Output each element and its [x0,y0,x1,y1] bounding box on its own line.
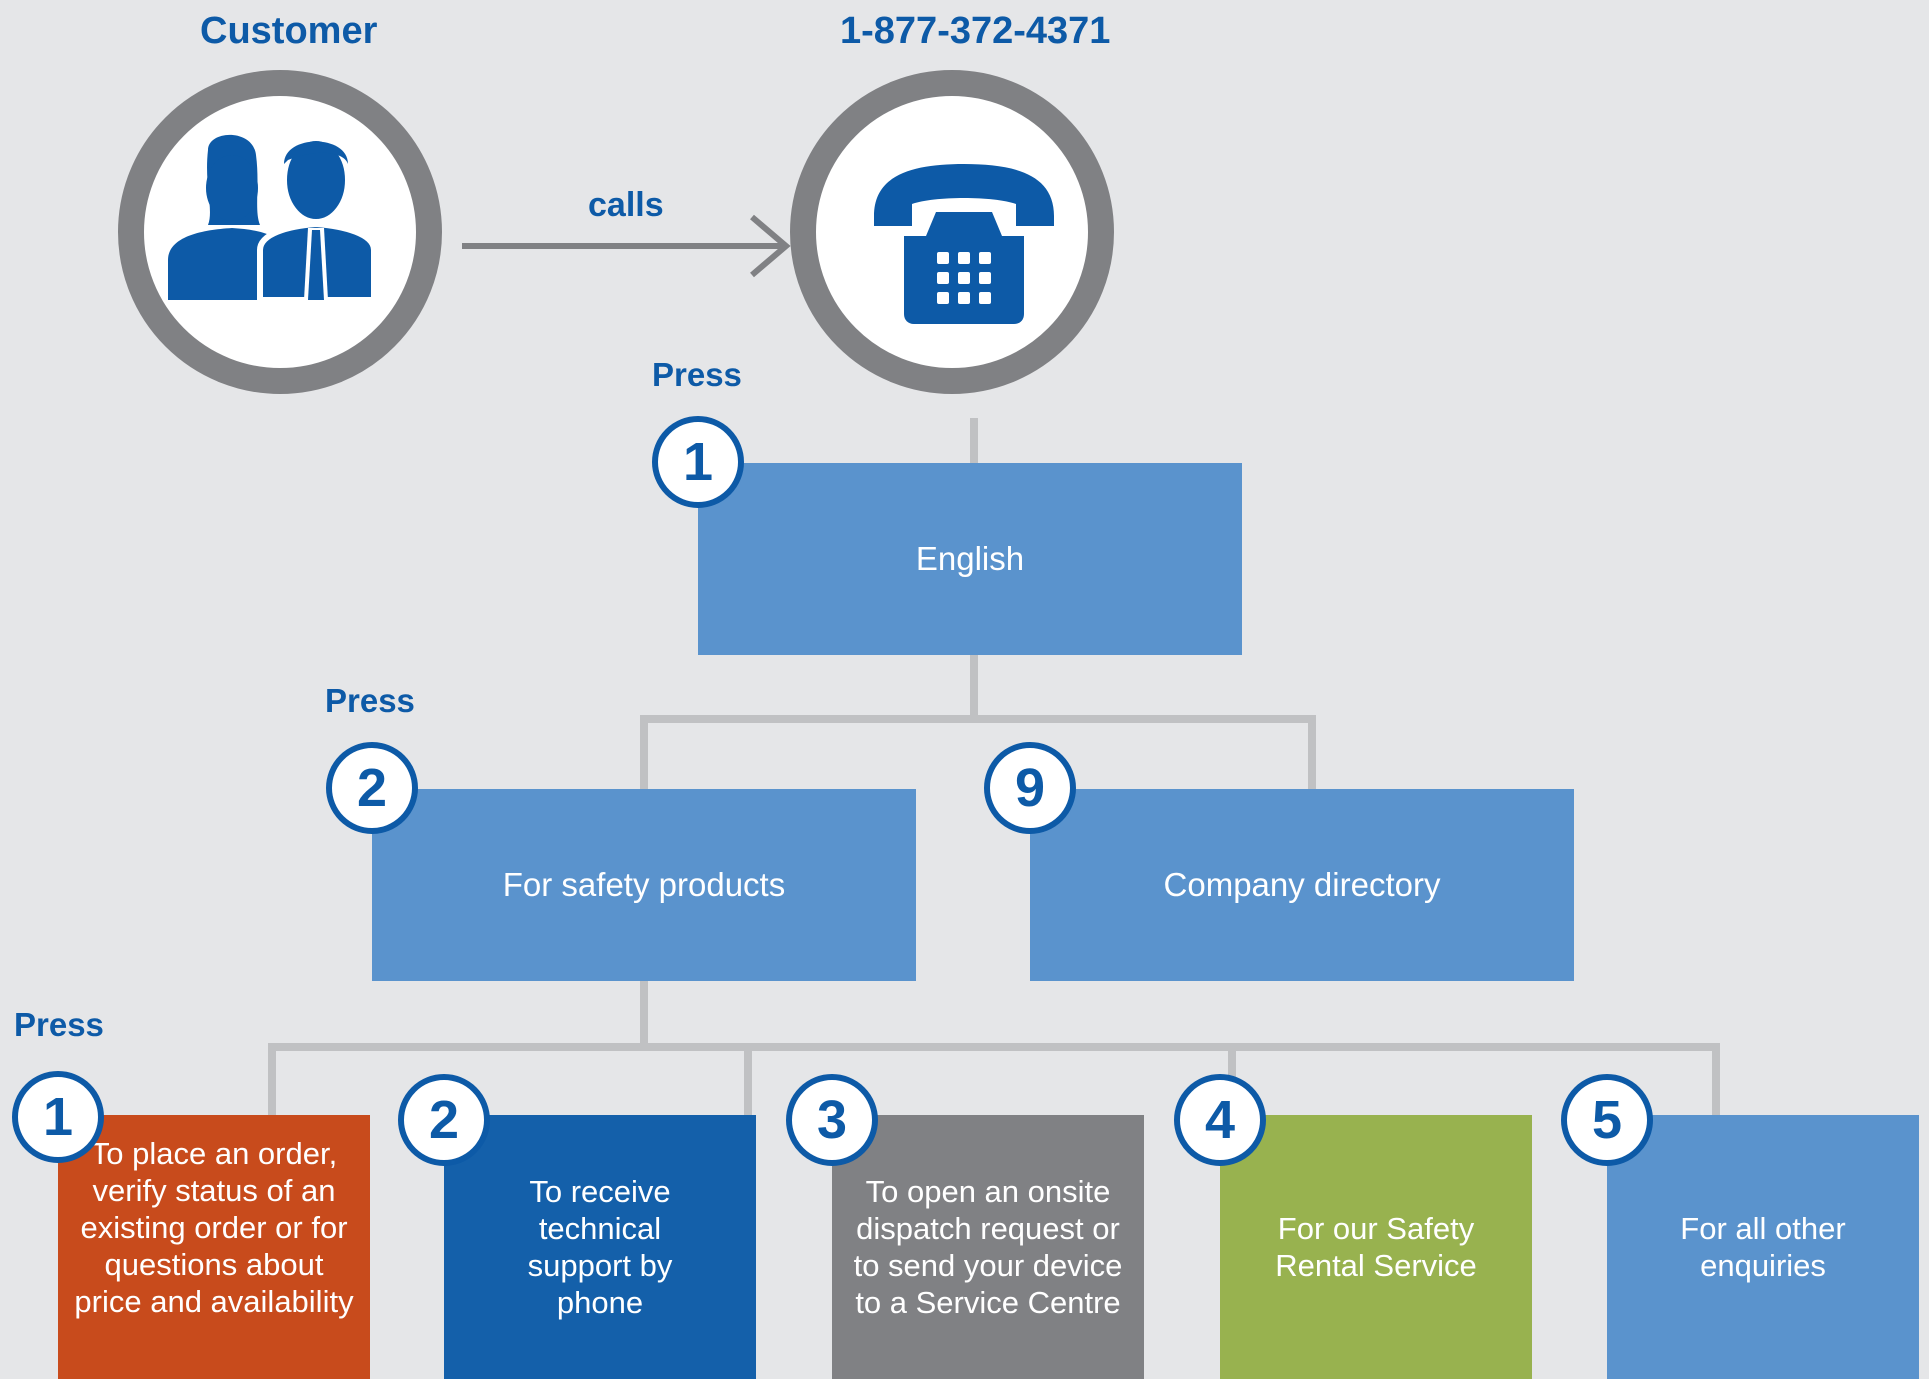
connector-safety-down [640,981,648,1047]
press-label-level2: Press [325,682,415,719]
option-other-enquiries-text: For all other enquiries [1680,1211,1846,1283]
key-9-badge: 9 [984,742,1076,834]
option-technical-support[interactable]: To receive technical support by phone [444,1115,756,1379]
connector-level3-2 [744,1043,752,1116]
option-safety-products-text: For safety products [502,866,786,903]
option-technical-support-text: To receive technical support by phone [527,1174,673,1320]
customer-circle [118,70,442,394]
customer-label: Customer [200,10,378,52]
option-orders-text: To place an order, verify status of an e… [74,1136,354,1319]
option-english[interactable]: English [698,463,1242,655]
calls-label: calls [588,186,664,224]
option-safety-rental-text: For our Safety Rental Service [1275,1211,1477,1283]
connector-level3-horizontal [268,1043,1720,1051]
option-english-text: English [915,540,1025,577]
key-4-level3-badge: 4 [1174,1074,1266,1166]
key-3-level3-badge: 3 [786,1074,878,1166]
key-5-level3-badge: 5 [1561,1074,1653,1166]
option-other-enquiries[interactable]: For all other enquiries [1607,1115,1919,1379]
option-safety-rental[interactable]: For our Safety Rental Service [1220,1115,1532,1379]
connector-level3-1 [268,1043,276,1116]
press-label-level1: Press [652,356,742,393]
connector-level2-horizontal [640,715,1316,723]
connector-english-down [970,655,978,719]
press-label-level3: Press [14,1006,104,1043]
connector-phone-english [970,418,978,464]
option-safety-products[interactable]: For safety products [372,789,916,981]
option-company-directory[interactable]: Company directory [1030,789,1574,981]
key-1-level3-badge: 1 [12,1071,104,1163]
option-onsite-dispatch[interactable]: To open an onsite dispatch request or to… [832,1115,1144,1379]
option-company-directory-text: Company directory [1163,866,1441,903]
connector-level3-5 [1712,1043,1720,1116]
telephone-icon [874,164,1054,324]
people-icon [168,134,377,300]
key-2-level3-badge: 2 [398,1074,490,1166]
phone-number: 1-877-372-4371 [840,10,1111,52]
connector-level2-left [640,715,648,790]
key-1-badge: 1 [652,416,744,508]
connector-level2-right [1308,715,1316,790]
calls-arrow-line [462,243,782,249]
arrow-head-icon [750,214,791,278]
option-onsite-dispatch-text: To open an onsite dispatch request or to… [853,1174,1123,1320]
option-orders[interactable]: To place an order, verify status of an e… [58,1115,370,1379]
phone-circle [790,70,1114,394]
key-2-badge: 2 [326,742,418,834]
